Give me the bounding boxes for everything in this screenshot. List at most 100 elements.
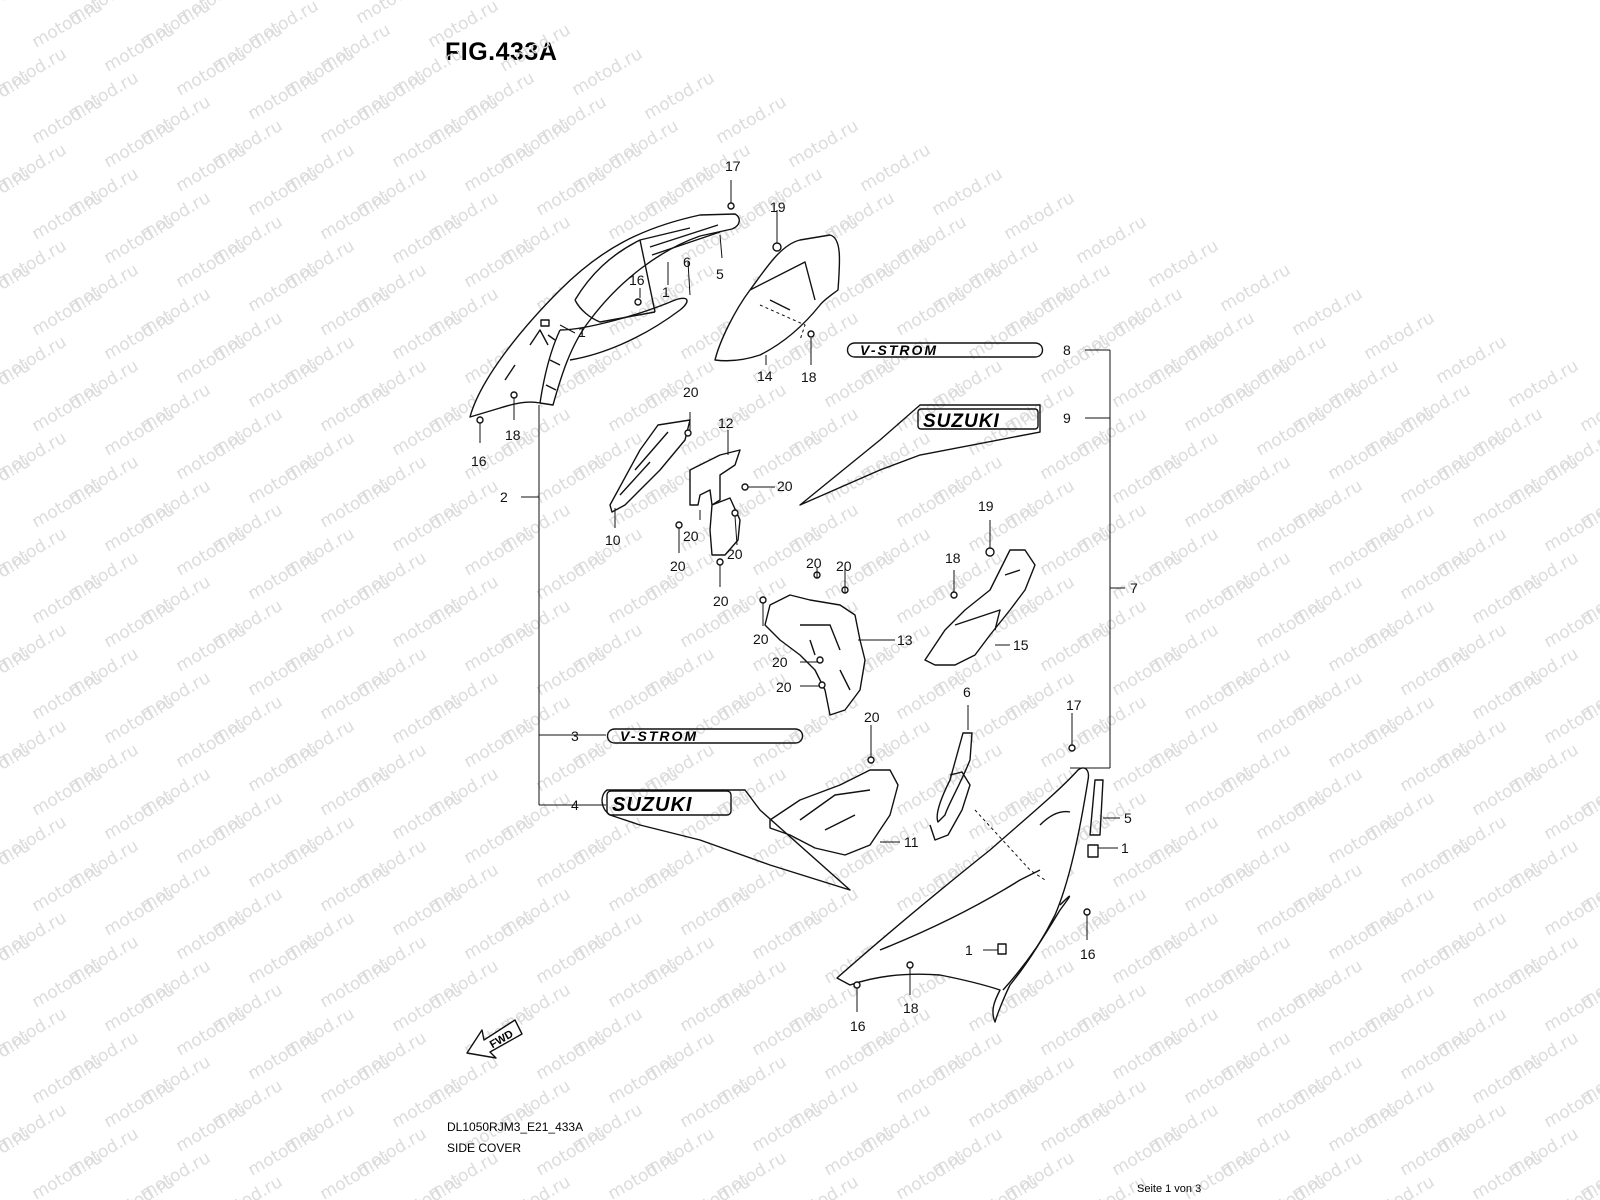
watermark-text: motod.ru [1253,404,1331,460]
watermark-text: motod.ru [389,788,467,844]
callout-20: 20 [836,558,852,574]
watermark-text: motod.ru [317,764,395,820]
callout-18: 18 [505,427,521,443]
watermark-text: motod.ru [101,788,179,844]
watermark-text: motod.ru [713,92,791,148]
watermark-text: motod.ru [641,68,719,124]
watermark-text: motod.ru [245,932,323,988]
watermark-text: motod.ru [965,308,1043,364]
watermark-text: motod.ru [1037,620,1115,676]
watermark-text: motod.ru [1181,860,1259,916]
watermark-text: motod.ru [101,596,179,652]
watermark-text: motod.ru [29,284,107,340]
watermark-text: motod.ru [533,644,611,700]
watermark-text: motod.ru [1037,716,1115,772]
section-name: SIDE COVER [447,1141,522,1155]
callout-17: 17 [725,158,741,174]
group-bracket-left [521,405,606,806]
watermark-text: motod.ru [101,884,179,940]
watermark-text: motod.ru [677,980,755,1036]
watermark-text: motod.ru [0,0,34,28]
watermark-text: motod.ru [533,548,611,604]
watermark-text: motod.ru [605,668,683,724]
vstrom-text-bottom: V-STROM [620,728,698,744]
watermark-text: motod.ru [101,692,179,748]
watermark-text: motod.ru [245,740,323,796]
watermark-text: motod.ru [1145,236,1223,292]
watermark-text: motod.ru [317,284,395,340]
callout-16: 16 [1080,946,1096,962]
callout-20: 20 [776,679,792,695]
watermark-text: motod.ru [533,836,611,892]
watermark-text: motod.ru [173,1004,251,1060]
watermark-text: motod.ru [569,44,647,100]
watermark-text: motod.ru [893,1148,971,1200]
watermark-text: motod.ru [461,716,539,772]
watermark-text: motod.ru [173,236,251,292]
callout-20: 20 [683,528,699,544]
watermark-text: motod.ru [317,860,395,916]
watermark-text: motod.ru [1325,812,1403,868]
callout-16: 16 [850,1018,866,1034]
callout-1: 1 [965,942,973,958]
watermark-text: motod.ru [173,524,251,580]
watermark-text: motod.ru [101,212,179,268]
watermark-text: motod.ru [1397,1124,1475,1180]
watermark-text: motod.ru [605,1052,683,1108]
watermark-text: motod.ru [317,92,395,148]
watermark-text: motod.ru [929,164,1007,220]
watermark-text: motod.ru [317,572,395,628]
watermark-text: motod.ru [29,476,107,532]
watermark-text: motod.ru [1397,644,1475,700]
watermark-text: motod.ru [29,764,107,820]
callout-6: 6 [683,254,691,270]
watermark-text: motod.ru [209,1172,287,1200]
watermark-text: motod.ru [1073,212,1151,268]
watermark-text: motod.ru [965,692,1043,748]
callout-14: 14 [757,368,773,384]
watermark-text: motod.ru [29,0,107,52]
bracket-part-13 [764,594,866,716]
watermark-text: motod.ru [461,812,539,868]
watermark-text: motod.ru [245,836,323,892]
page-indicator: Seite 1 von 3 [1137,1183,1202,1195]
watermark-text: motod.ru [101,116,179,172]
watermark-text: motod.ru [173,332,251,388]
model-code: DL1050RJM3_E21_433A [447,1120,584,1134]
watermark-text: motod.ru [1469,1052,1547,1108]
watermark-text: motod.ru [389,596,467,652]
watermark-text: motod.ru [1325,620,1403,676]
leader-lines [479,180,1120,1012]
watermark-text: motod.ru [461,908,539,964]
watermark-text: motod.ru [677,1076,755,1132]
watermark-text: motod.ru [605,956,683,1012]
callout-1: 1 [578,324,586,340]
watermark-text: motod.ru [605,572,683,628]
watermark-text: motod.ru [965,1076,1043,1132]
callout-13: 13 [897,632,913,648]
watermark-text: motod.ru [749,716,827,772]
watermark-text: motod.ru [821,452,899,508]
group-bracket-right [1070,349,1125,769]
callout-18: 18 [801,369,817,385]
watermark-text: motod.ru [1325,908,1403,964]
callout-6: 6 [963,684,971,700]
emblem-suzuki-bottom [601,789,851,891]
watermark-text: motod.ru [1109,1028,1187,1084]
watermark-text: motod.ru [389,404,467,460]
watermark-text: motod.ru [1325,716,1403,772]
watermark-text: motod.ru [389,884,467,940]
vstrom-text-top: V-STROM [860,342,938,358]
watermark-text: motod.ru [317,1052,395,1108]
watermark-text: motod.ru [1469,1148,1547,1200]
watermark-text: motod.ru [29,1148,107,1200]
watermark-text: motod.ru [29,956,107,1012]
watermark-text: motod.ru [497,1172,575,1200]
watermark-text: motod.ru [317,956,395,1012]
emblem-suzuki-top [799,404,1041,506]
watermark-text: motod.ru [785,1172,863,1200]
callout-20: 20 [713,593,729,609]
watermark-text: motod.ru [893,1052,971,1108]
watermark-text: motod.ru [1577,380,1600,436]
watermark-text: motod.ru [1397,452,1475,508]
